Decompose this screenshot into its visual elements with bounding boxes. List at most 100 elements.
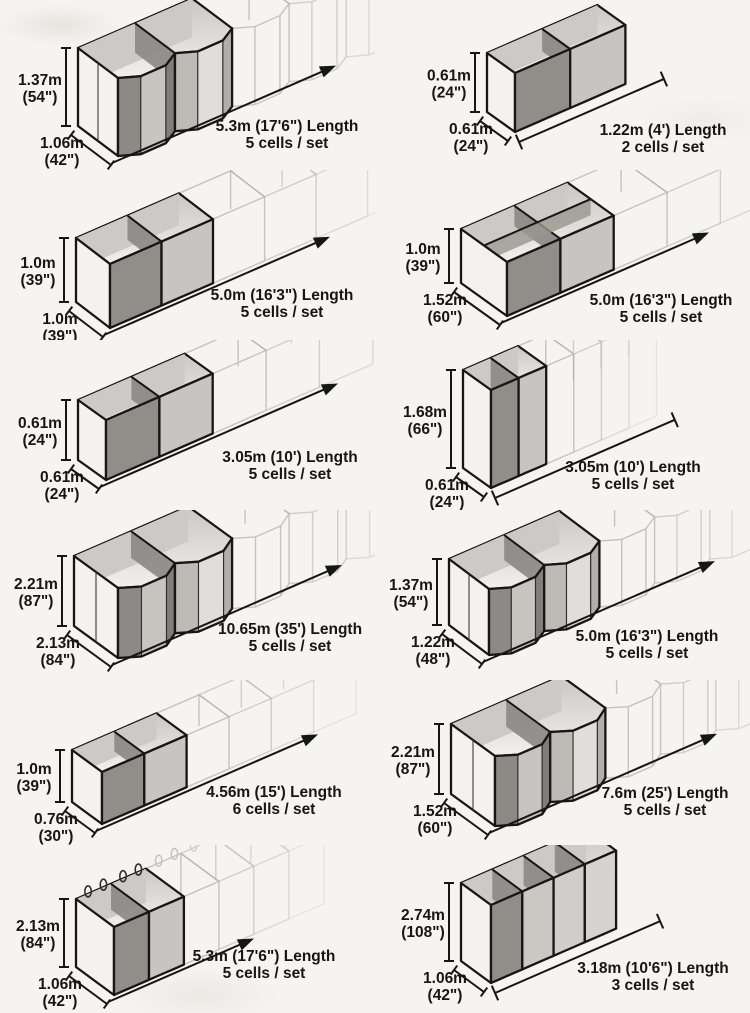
height-label-in: (87") bbox=[19, 593, 54, 610]
length-label: 10.65m (35') Length bbox=[218, 621, 362, 638]
barrier-panel-1: 1.37m (54") 1.06m (42") 5.3m (17'6") Len… bbox=[18, 0, 375, 170]
ghost-cell bbox=[644, 510, 711, 584]
barrier-panel-7: 2.21m (87") 2.13m (84") 10.65m (35') Len… bbox=[14, 510, 375, 673]
width-label-m: 1.52m bbox=[413, 803, 457, 820]
height-label-in: (39") bbox=[406, 258, 441, 275]
front-face bbox=[147, 895, 186, 981]
front-face bbox=[517, 364, 548, 478]
front-face bbox=[173, 27, 234, 133]
width-label-m: 2.13m bbox=[36, 635, 80, 652]
ghost-cell bbox=[309, 170, 369, 240]
barrier-drawing bbox=[434, 680, 750, 841]
barrier-drawing bbox=[55, 680, 357, 839]
panel-labels: 0.61m (24") 0.61m (24") 1.22m (4') Lengt… bbox=[427, 68, 726, 157]
lifting-loop bbox=[84, 885, 93, 898]
length-arrow bbox=[697, 561, 715, 573]
length-label: 3.18m (10'6") Length bbox=[577, 960, 728, 977]
length-label: 5.3m (17'6") Length bbox=[193, 948, 336, 965]
cells-label: 5 cells / set bbox=[606, 645, 689, 662]
dimension-lines bbox=[59, 237, 322, 340]
front-face bbox=[559, 214, 615, 294]
ghost-cell bbox=[715, 680, 750, 731]
width-label-m: 1.22m bbox=[411, 634, 455, 651]
barrier-drawing bbox=[59, 845, 325, 1010]
width-label-in: (84") bbox=[41, 652, 76, 669]
barrier-drawing bbox=[470, 3, 668, 150]
barrier-drawing bbox=[59, 170, 375, 340]
barrier-drawing bbox=[446, 340, 679, 506]
ghost-cell bbox=[312, 680, 357, 733]
ghost-cell bbox=[245, 680, 315, 752]
panel-labels: 2.74m (108") 1.06m (42") 3.18m (10'6") L… bbox=[401, 907, 729, 1004]
ghost-cell bbox=[653, 680, 717, 755]
ghost-cell bbox=[627, 340, 658, 429]
barrier-panel-9: 1.0m (39") 0.76m (30") 4.56m (15') Lengt… bbox=[16, 680, 357, 845]
height-label-m: 1.37m bbox=[389, 577, 433, 594]
panel-labels: 1.68m (66") 0.61m (24") 3.05m (10') Leng… bbox=[403, 404, 701, 510]
height-label-m: 2.13m bbox=[16, 918, 60, 935]
cells-label: 2 cells / set bbox=[622, 139, 705, 156]
length-label: 5.3m (17'6") Length bbox=[216, 118, 359, 135]
ghost-cell bbox=[346, 0, 375, 58]
ghost-cell bbox=[319, 340, 374, 388]
width-label-in: (30") bbox=[39, 828, 74, 845]
barrier-drawing bbox=[61, 0, 375, 170]
barrier-drawing bbox=[61, 340, 374, 495]
cells-label: 3 cells / set bbox=[612, 977, 695, 994]
panel-labels: 1.0m (39") 1.0m (39") 5.0m (16'3") Lengt… bbox=[20, 255, 353, 340]
ghost-cell bbox=[552, 340, 603, 453]
width-label-m: 1.06m bbox=[38, 976, 82, 993]
height-label-in: (39") bbox=[17, 778, 52, 795]
ghost-cell bbox=[725, 510, 750, 535]
panel-labels: 2.21m (87") 1.52m (60") 7.6m (25') Lengt… bbox=[391, 744, 728, 837]
height-label-m: 2.21m bbox=[14, 576, 58, 593]
barrier-panel-12: 2.74m (108") 1.06m (42") 3.18m (10'6") L… bbox=[401, 845, 729, 1004]
panel-labels: 0.61m (24") 0.61m (24") 3.05m (10') Leng… bbox=[18, 415, 358, 503]
front-face bbox=[173, 537, 234, 635]
length-arrow bbox=[691, 232, 709, 245]
ghost-cell bbox=[597, 340, 630, 441]
length-label: 5.0m (16'3") Length bbox=[576, 628, 719, 645]
dimension-lines bbox=[470, 52, 668, 150]
ghost-cell bbox=[367, 211, 375, 217]
barrier-panel-3: 1.0m (39") 1.0m (39") 5.0m (16'3") Lengt… bbox=[20, 170, 375, 340]
width-label-in: (48") bbox=[416, 651, 451, 668]
length-arrow bbox=[312, 236, 330, 249]
width-label-in: (24") bbox=[45, 486, 80, 503]
lifting-loop bbox=[99, 878, 108, 892]
length-arrow bbox=[236, 938, 254, 951]
width-label-m: 0.76m bbox=[34, 811, 78, 828]
width-label-in: (24") bbox=[454, 138, 489, 155]
height-label-in: (108") bbox=[401, 924, 445, 941]
panel-labels: 2.21m (87") 2.13m (84") 10.65m (35') Len… bbox=[14, 576, 362, 669]
width-label-in: (60") bbox=[428, 309, 463, 326]
end-face bbox=[461, 368, 493, 490]
front-face bbox=[543, 539, 601, 633]
height-label-in: (24") bbox=[23, 432, 58, 449]
barrier-panel-10: 2.21m (87") 1.52m (60") 7.6m (25') Lengt… bbox=[391, 680, 750, 841]
ghost-cell bbox=[250, 340, 321, 412]
height-label-m: 1.0m bbox=[16, 761, 51, 778]
dimension-lines bbox=[444, 882, 665, 1001]
barrier-panel-6: 1.68m (66") 0.61m (24") 3.05m (10') Leng… bbox=[403, 340, 701, 510]
height-label-m: 1.0m bbox=[405, 241, 440, 258]
width-label-m: 1.06m bbox=[423, 970, 467, 987]
cells-label: 5 cells / set bbox=[592, 476, 675, 493]
height-label-in: (39") bbox=[21, 272, 56, 289]
ghost-cell bbox=[346, 510, 375, 560]
length-label: 7.6m (25') Length bbox=[602, 785, 729, 802]
dimension-lines bbox=[446, 369, 679, 506]
ghost-cell bbox=[720, 170, 750, 224]
width-label-in: (24") bbox=[430, 494, 465, 510]
lifting-loop bbox=[134, 863, 143, 876]
cells-label: 6 cells / set bbox=[233, 801, 316, 818]
width-label-in: (42") bbox=[45, 152, 80, 169]
length-label: 3.05m (10') Length bbox=[222, 449, 357, 466]
height-label-in: (54") bbox=[394, 594, 429, 611]
panel-labels: 2.13m (84") 1.06m (42") 5.3m (17'6") Len… bbox=[16, 918, 335, 1010]
width-label-m: 1.52m bbox=[423, 292, 467, 309]
panel-labels: 1.37m (54") 1.06m (42") 5.3m (17'6") Len… bbox=[18, 72, 358, 169]
dimension-lines bbox=[57, 555, 334, 673]
width-label-m: 1.06m bbox=[40, 135, 84, 152]
barrier-drawing bbox=[444, 170, 750, 331]
